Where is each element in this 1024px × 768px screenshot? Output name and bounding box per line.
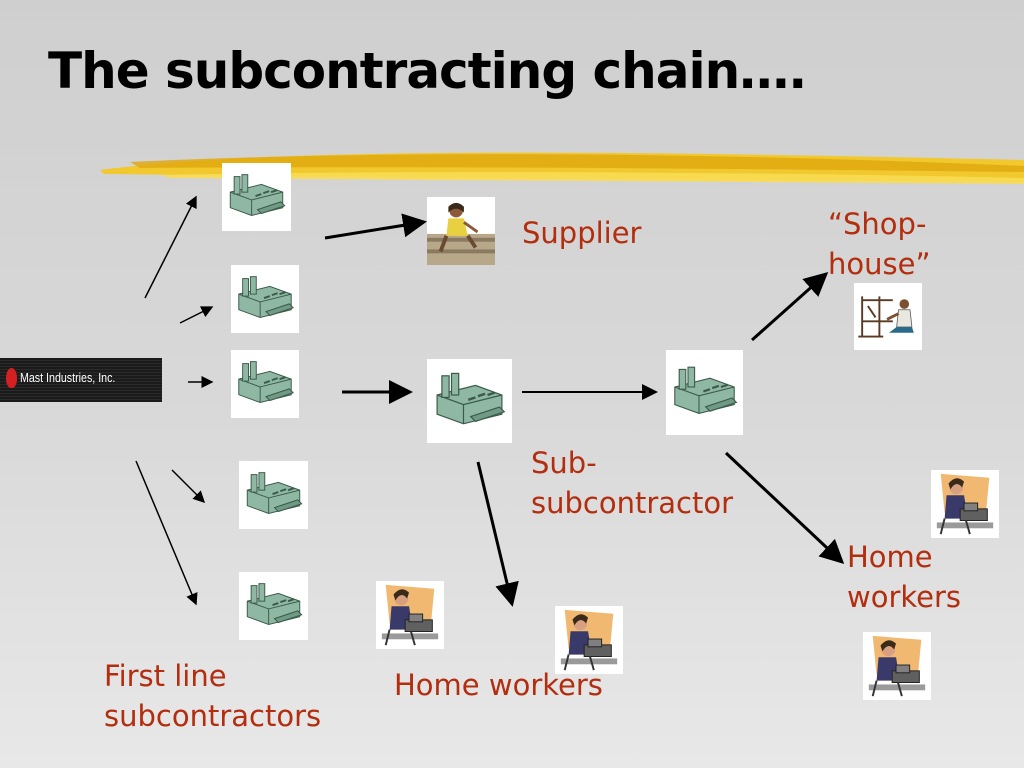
arrow-to-home-workers-right (724, 451, 845, 565)
label-home-workers-center: Home workers (394, 668, 603, 702)
label-shophouse: “Shop- house” (828, 207, 931, 281)
arrow-logo-to-first-line-4 (171, 469, 206, 504)
label-home-workers-right: Home workers (847, 540, 962, 614)
loom-weaver-icon (854, 283, 922, 350)
factory-icon (666, 350, 743, 435)
arrow-logo-to-first-line-2 (179, 306, 214, 324)
brush-stroke-decoration (100, 152, 1024, 184)
slide-title: The subcontracting chain…. (48, 42, 807, 100)
factory-icon (231, 350, 299, 418)
factory-icon (239, 461, 308, 529)
woman-sitting-icon (427, 197, 495, 265)
label-first-line-subcontractors: First line subcontractors (104, 659, 322, 733)
factory-icon (427, 359, 512, 443)
arrow-to-home-workers-center (476, 461, 519, 607)
sewing-machine-worker-icon (863, 632, 931, 700)
sewing-machine-worker-icon (376, 581, 444, 649)
logo-text: Mast Industries, Inc. (20, 370, 116, 385)
arrow-logo-to-first-line-1 (144, 195, 197, 299)
label-supplier: Supplier (522, 216, 642, 250)
logo-mark-icon (6, 368, 17, 388)
label-sub-subcontractor: Sub- subcontractor (531, 446, 734, 520)
mast-industries-logo: Mast Industries, Inc. (0, 358, 162, 402)
arrow-to-supplier (324, 213, 427, 240)
sewing-machine-worker-icon (555, 606, 623, 674)
factory-icon (231, 265, 299, 333)
arrow-logo-to-first-line-5 (135, 460, 198, 606)
sewing-machine-worker-icon (931, 470, 999, 538)
arrow-to-shophouse (751, 272, 829, 342)
factory-icon (222, 163, 291, 231)
factory-icon (239, 572, 308, 640)
